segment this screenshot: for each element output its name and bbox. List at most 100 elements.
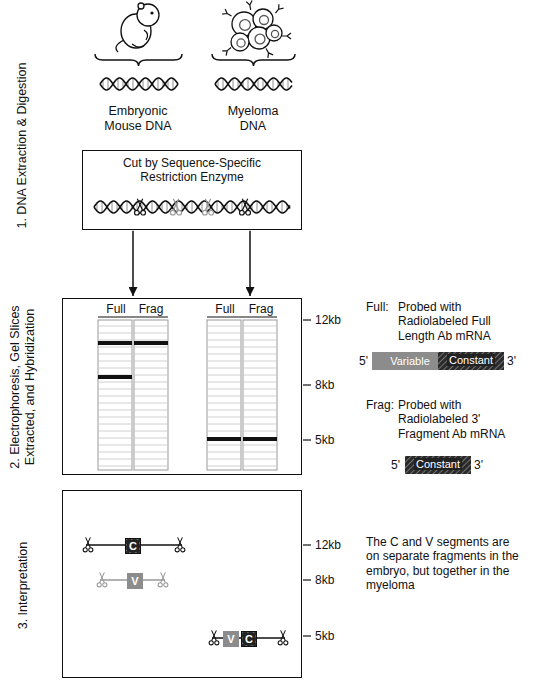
scissors-symbol xyxy=(97,572,107,586)
gel-slice xyxy=(98,459,132,460)
scissors-handle xyxy=(89,548,93,552)
scissors-blade xyxy=(161,572,166,582)
gel-slice xyxy=(243,452,277,453)
antibody-symbol xyxy=(222,45,233,55)
gel-slice xyxy=(98,417,132,418)
scissors-blade xyxy=(86,537,91,547)
gel-slice xyxy=(207,403,241,404)
gel-band xyxy=(207,437,241,441)
gel-slice xyxy=(98,326,132,327)
scissors-handle xyxy=(181,548,185,552)
scissors-blade xyxy=(173,199,178,211)
scissors-symbol xyxy=(209,630,219,644)
panel-heading: 2. Electrophoresis, Gel Slices Extracted… xyxy=(8,301,38,473)
gel-slice xyxy=(243,445,277,446)
scissors-blade xyxy=(173,199,178,211)
base-pair xyxy=(158,78,159,90)
cell-nucleus xyxy=(271,30,278,37)
brace xyxy=(95,54,182,66)
lane-label: Frag xyxy=(139,302,164,316)
gel-slice xyxy=(207,347,241,348)
gel-slice xyxy=(134,354,168,355)
node-text: V xyxy=(223,631,239,647)
myeloma-cell xyxy=(231,33,249,51)
scissors-blade xyxy=(100,572,105,582)
gel-slice xyxy=(98,361,132,362)
scissors-blade xyxy=(178,537,183,547)
lane-label: Full xyxy=(215,302,234,316)
scissors-handle xyxy=(278,641,282,645)
base-pair xyxy=(127,201,128,213)
size-tick xyxy=(303,384,311,385)
antibody-symbol xyxy=(273,4,283,15)
caption-text: Probed with Radiolabeled 3' Fragment Ab … xyxy=(398,398,526,441)
myeloma-cell xyxy=(266,25,282,41)
gel-slice xyxy=(98,438,132,439)
base-pair xyxy=(248,78,249,90)
gel-slice xyxy=(207,382,241,383)
size-label: Frag: xyxy=(366,398,394,412)
gel-slice xyxy=(243,396,277,397)
antibody-symbol xyxy=(222,9,233,19)
scissors-blade xyxy=(161,572,166,582)
scissors-handle xyxy=(141,210,146,215)
gel-slice xyxy=(243,389,277,390)
embryo-icon xyxy=(116,3,159,52)
gel-slice xyxy=(98,382,132,383)
lane-underline xyxy=(98,316,168,317)
scissors-handle xyxy=(103,583,107,587)
hatch-area xyxy=(405,456,471,474)
gel-slice xyxy=(134,438,168,439)
base-pair xyxy=(223,78,224,89)
constant-segment: Constant xyxy=(405,456,471,474)
scissors-blade xyxy=(205,199,210,211)
base-pair xyxy=(263,79,264,89)
scissors-symbol xyxy=(135,199,146,215)
gel-slice xyxy=(207,375,241,376)
scissors-handle xyxy=(246,210,251,215)
gel-slice xyxy=(207,333,241,334)
cell-nucleus xyxy=(260,16,269,25)
gel-slice xyxy=(134,375,168,376)
gel-slice xyxy=(134,431,168,432)
caption-text: The C and V segments are on separate fra… xyxy=(366,535,521,593)
gel-slice xyxy=(134,417,168,418)
scissors-handle xyxy=(209,641,213,645)
base-pair xyxy=(167,201,168,212)
lane-label: Frag xyxy=(249,302,274,316)
gel-slice xyxy=(207,368,241,369)
size-tick xyxy=(303,439,311,440)
gel-slice xyxy=(134,340,168,341)
gel-slice xyxy=(98,389,132,390)
gel-slice xyxy=(243,403,277,404)
scissors-handle xyxy=(97,583,101,587)
gel-slice xyxy=(207,445,241,446)
gel-slice xyxy=(98,368,132,369)
base-pair xyxy=(257,201,258,213)
gel-lane xyxy=(134,320,168,470)
gel-lane xyxy=(98,320,132,470)
cell-nucleus xyxy=(237,39,245,47)
antibody-symbol xyxy=(263,47,273,58)
base-pair xyxy=(202,202,203,212)
myeloma-icon xyxy=(222,1,291,58)
scissors-blade xyxy=(281,630,286,640)
gel-slice xyxy=(207,326,241,327)
hatch-area xyxy=(242,632,256,646)
gel-slice xyxy=(134,410,168,411)
gel-slice xyxy=(134,382,168,383)
dna-strand xyxy=(100,78,178,90)
size-label: 5' xyxy=(359,354,368,368)
gel-slice xyxy=(134,459,168,460)
base-pair xyxy=(152,201,153,213)
base-pair xyxy=(258,79,259,89)
constant-block: C xyxy=(125,538,141,554)
panel-heading: 1. DNA Extraction & Digestion xyxy=(15,5,30,285)
scissors-handle xyxy=(135,210,140,215)
hatch-area xyxy=(126,539,140,553)
gel-slice xyxy=(98,410,132,411)
scissors-symbol xyxy=(158,572,168,586)
gel-lane xyxy=(207,320,241,470)
base-pair xyxy=(108,78,109,89)
scissors-handle xyxy=(209,210,214,215)
